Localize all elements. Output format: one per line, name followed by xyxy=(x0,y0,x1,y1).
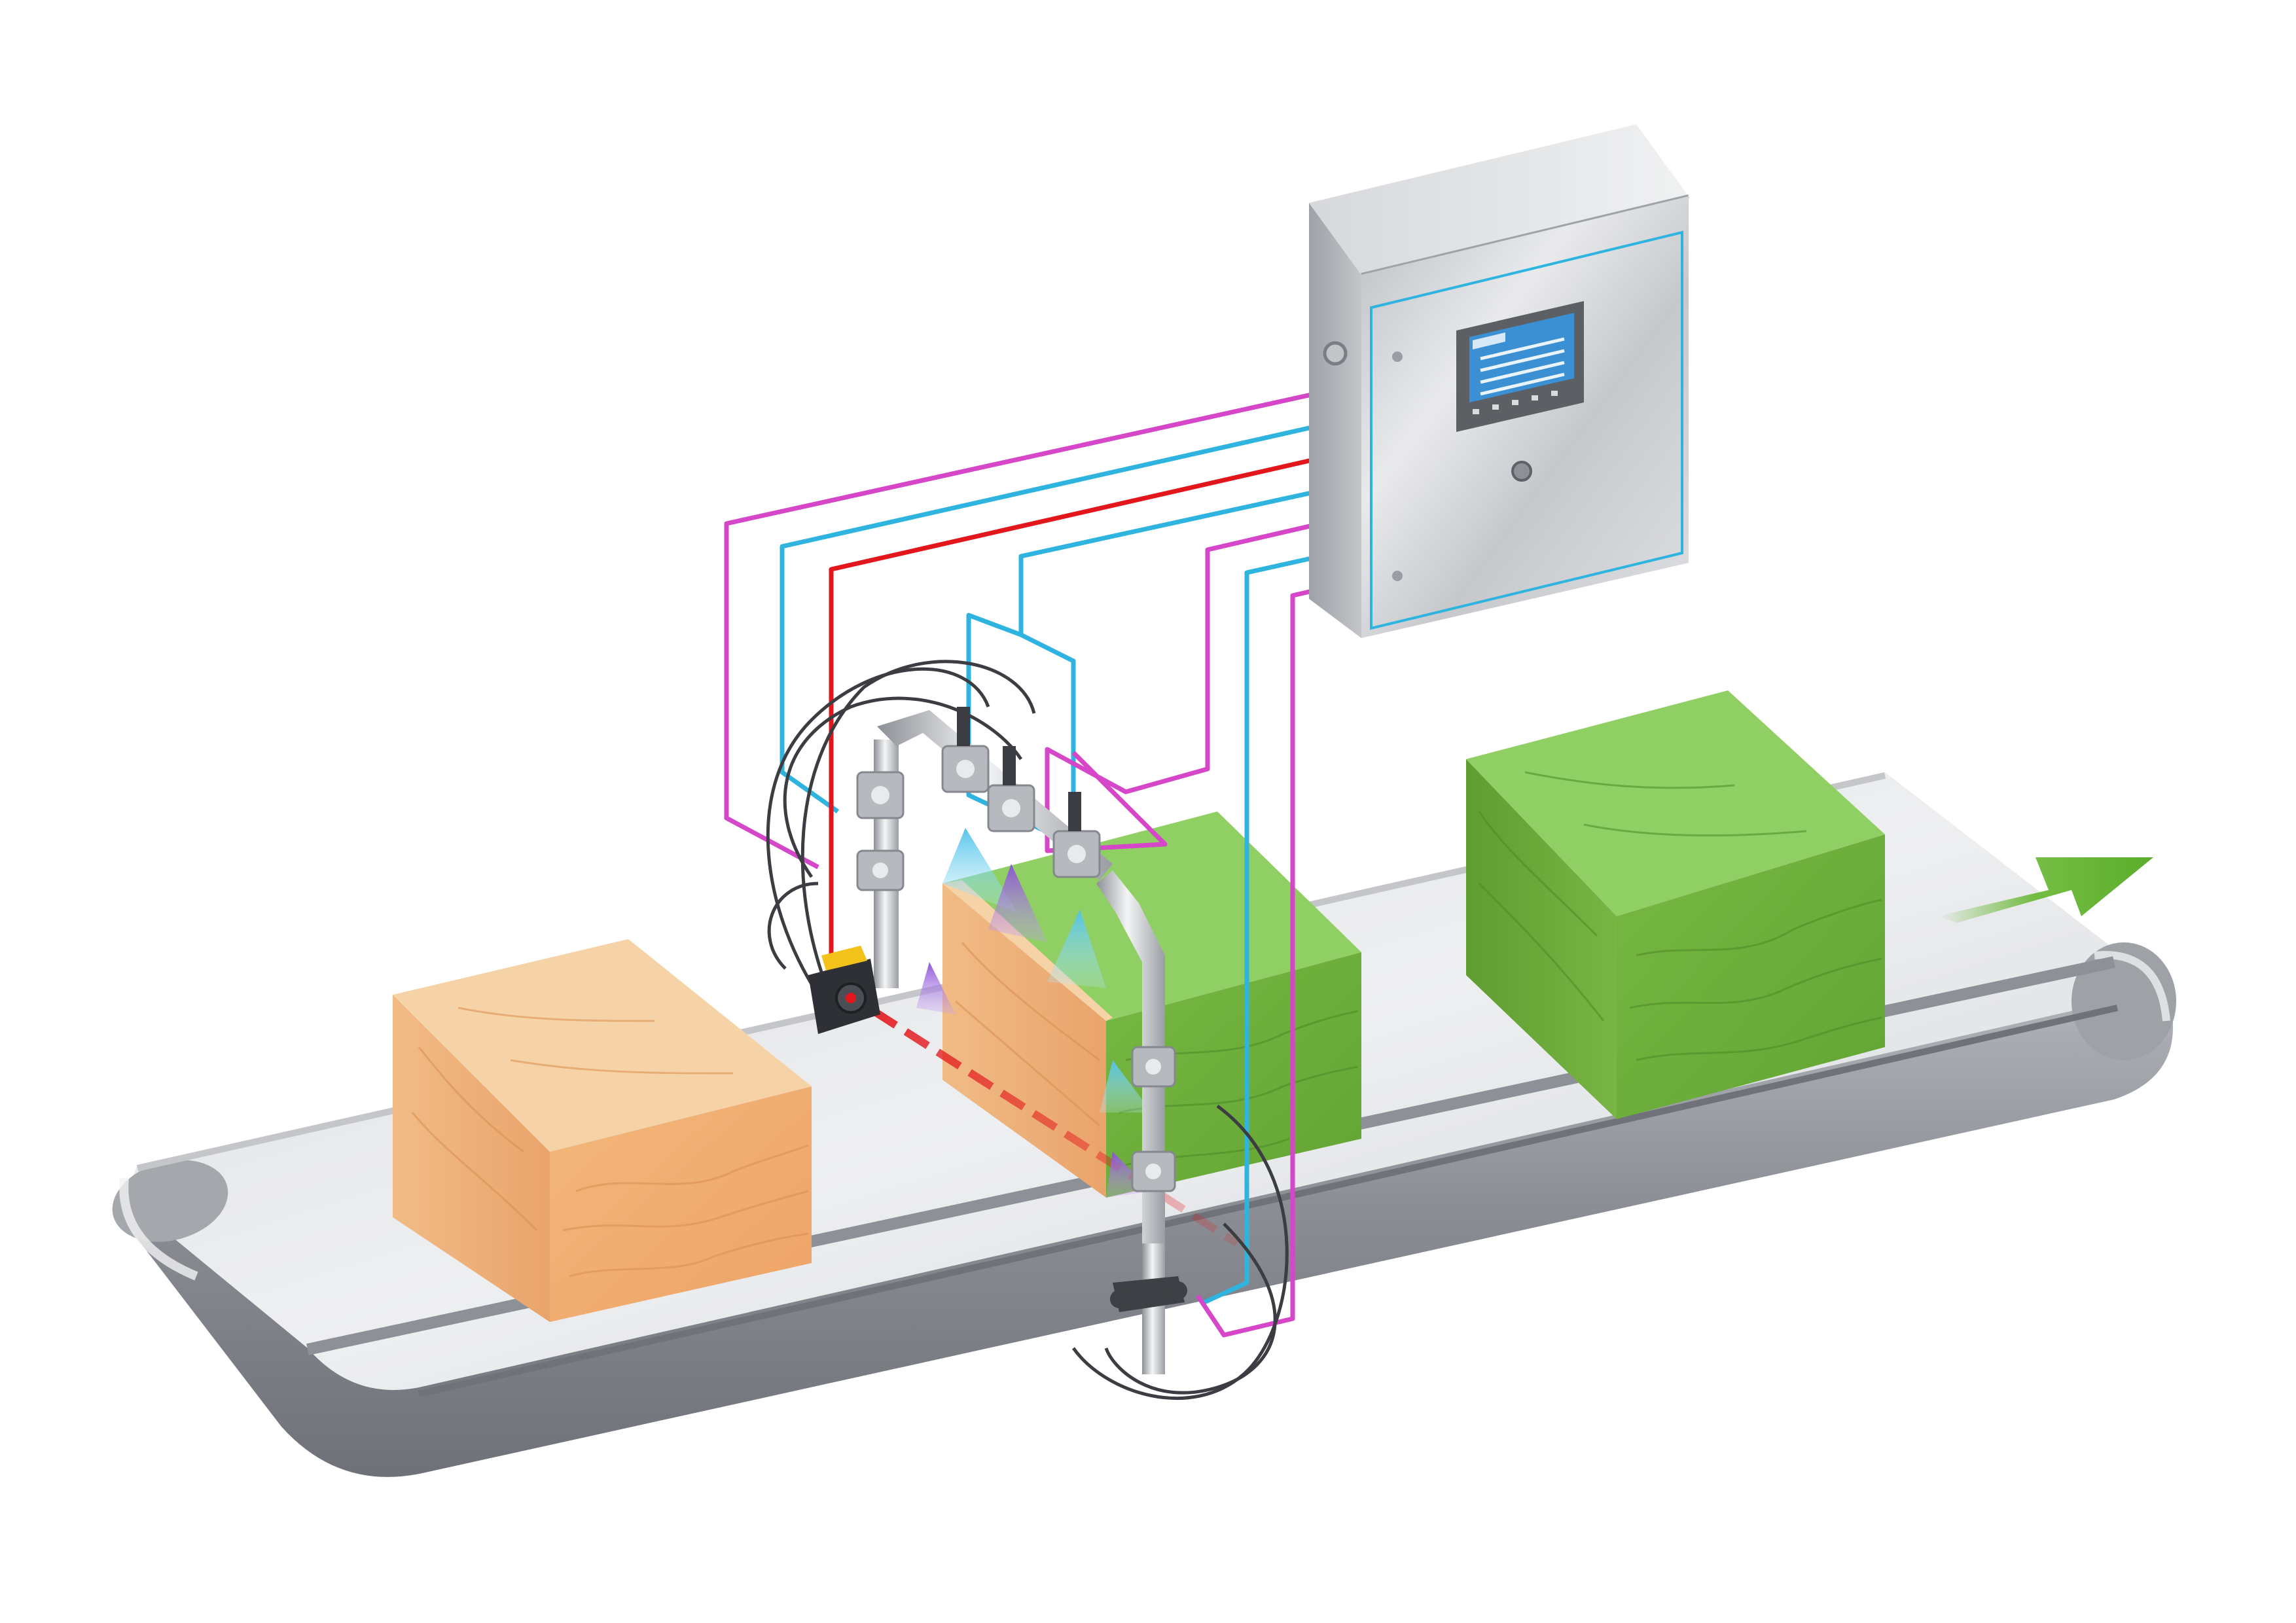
cabinet-door xyxy=(1361,196,1689,638)
wire-magenta-2 xyxy=(1045,518,1336,853)
right-arrow-icon xyxy=(1937,857,2153,923)
hmi-key[interactable] xyxy=(1492,404,1499,410)
pipe-right xyxy=(1096,870,1165,1243)
hmi-key[interactable] xyxy=(1473,409,1479,414)
photoeye-sensor-icon xyxy=(808,946,880,1034)
wire-cyan-2 xyxy=(1018,485,1336,844)
spray-nozzle-icon xyxy=(1131,1150,1176,1192)
spray-nozzle-icon xyxy=(1052,792,1101,878)
spray-cones xyxy=(916,828,1152,1198)
control-cabinet xyxy=(1309,124,1689,638)
hmi-key[interactable] xyxy=(1512,400,1518,405)
hmi-key[interactable] xyxy=(1551,391,1558,396)
spray-nozzle-icon xyxy=(941,707,990,793)
sensor-laser-beam xyxy=(871,1007,1240,1247)
conveyor-left-roller xyxy=(112,1160,228,1242)
cabinet-side xyxy=(1309,203,1361,638)
box-finished-front-face xyxy=(1617,834,1885,1119)
box-raw xyxy=(393,939,812,1322)
spray-nozzle-icon xyxy=(856,771,905,819)
box-raw-front-face xyxy=(550,1086,812,1322)
spray-nozzle-icon xyxy=(856,849,905,891)
spray-cone-5 xyxy=(1100,1060,1152,1113)
box-raw-left-face xyxy=(393,995,550,1322)
wire-magenta-1 xyxy=(724,387,1336,870)
cabinet-key-lock[interactable] xyxy=(1511,461,1532,482)
hmi-key[interactable] xyxy=(1532,395,1538,401)
cabinet-roof xyxy=(1309,124,1689,275)
pipe-stand xyxy=(1142,1243,1165,1374)
hmi-touchscreen[interactable] xyxy=(1456,301,1584,432)
pipe-clamp xyxy=(1113,1276,1185,1312)
spray-manifold xyxy=(766,660,1289,1400)
cabinet-latch[interactable] xyxy=(1323,341,1348,366)
spray-nozzle-icon xyxy=(987,746,1035,832)
cabinet-screw xyxy=(1392,351,1403,362)
wire-cyan-4 xyxy=(1203,550,1336,1305)
box-raw-top xyxy=(393,939,812,1152)
box-in-process-uncoated-face xyxy=(942,883,1106,1198)
box-in-process xyxy=(942,812,1361,1198)
spray-cone-2 xyxy=(988,864,1047,942)
box-finished-left-face xyxy=(1466,759,1617,1119)
cabinet-screw xyxy=(1392,571,1403,581)
spray-cone-1 xyxy=(942,828,1018,913)
spray-nozzle-icon xyxy=(1131,1046,1176,1088)
box-finished-top xyxy=(1466,690,1885,916)
box-finished xyxy=(1466,690,1885,1119)
spray-cone-4 xyxy=(916,962,956,1014)
spray-cone-3 xyxy=(1047,910,1106,988)
wire-magenta-3 xyxy=(1196,583,1336,1338)
sensor-cables xyxy=(766,660,1289,1400)
box-in-process-front-face xyxy=(1106,952,1361,1198)
